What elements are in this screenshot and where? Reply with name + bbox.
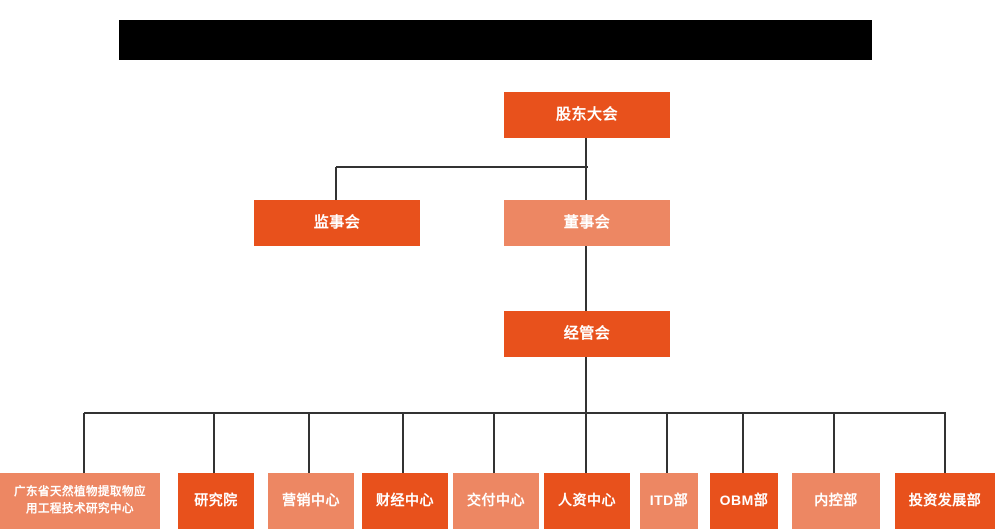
org-node-label: 内控部 (814, 492, 858, 509)
org-node-directors[interactable]: 董事会 (504, 200, 670, 246)
org-node-internal-control[interactable]: 内控部 (792, 473, 880, 529)
connector-c-supervisors-up (335, 167, 337, 200)
connector-c-drop-9 (833, 413, 835, 473)
org-node-label: 股东大会 (555, 105, 618, 123)
org-node-label: 营销中心 (282, 492, 340, 509)
org-node-finance-center[interactable]: 财经中心 (362, 473, 448, 529)
org-node-label: 监事会 (313, 213, 361, 231)
connector-c-level4-bus (84, 412, 946, 414)
connector-c-drop-6 (585, 413, 587, 473)
org-node-management[interactable]: 经管会 (504, 311, 670, 357)
org-node-hr-center[interactable]: 人资中心 (544, 473, 630, 529)
connector-c-level2-bus (336, 166, 588, 168)
org-node-delivery-center[interactable]: 交付中心 (453, 473, 539, 529)
connector-c-drop-7 (666, 413, 668, 473)
org-node-gd-research-center[interactable]: 广东省天然植物提取物应用工程技术研究中心 (0, 473, 160, 529)
org-node-label: ITD部 (649, 492, 689, 509)
connector-c-management-down (585, 357, 587, 414)
connector-c-drop-3 (308, 413, 310, 473)
connector-c-directors-down (585, 246, 587, 311)
org-node-marketing-center[interactable]: 营销中心 (268, 473, 354, 529)
connector-c-drop-1 (83, 413, 85, 473)
org-node-label: 投资发展部 (908, 492, 982, 509)
org-node-label: 财经中心 (376, 492, 434, 509)
connector-c-directors-up (585, 138, 587, 200)
org-node-label: 交付中心 (467, 492, 525, 509)
org-node-label: 研究院 (194, 492, 238, 509)
connector-c-drop-8 (742, 413, 744, 473)
org-node-label: 广东省天然植物提取物应用工程技术研究中心 (14, 486, 146, 515)
org-node-label: 经管会 (563, 324, 611, 342)
org-node-itd-dept[interactable]: ITD部 (640, 473, 698, 529)
org-node-shareholders[interactable]: 股东大会 (504, 92, 670, 138)
org-node-investment-dev[interactable]: 投资发展部 (895, 473, 995, 529)
org-node-label: 人资中心 (558, 492, 616, 509)
redacted-title-bar (119, 20, 872, 60)
org-node-obm-dept[interactable]: OBM部 (710, 473, 778, 529)
connector-c-drop-10 (944, 413, 946, 473)
org-node-research-institute[interactable]: 研究院 (178, 473, 254, 529)
org-node-supervisors[interactable]: 监事会 (254, 200, 420, 246)
connector-c-drop-5 (493, 413, 495, 473)
org-node-label: 董事会 (563, 213, 611, 231)
connector-c-drop-4 (402, 413, 404, 473)
connector-c-drop-2 (213, 413, 215, 473)
org-node-label: OBM部 (719, 492, 769, 509)
